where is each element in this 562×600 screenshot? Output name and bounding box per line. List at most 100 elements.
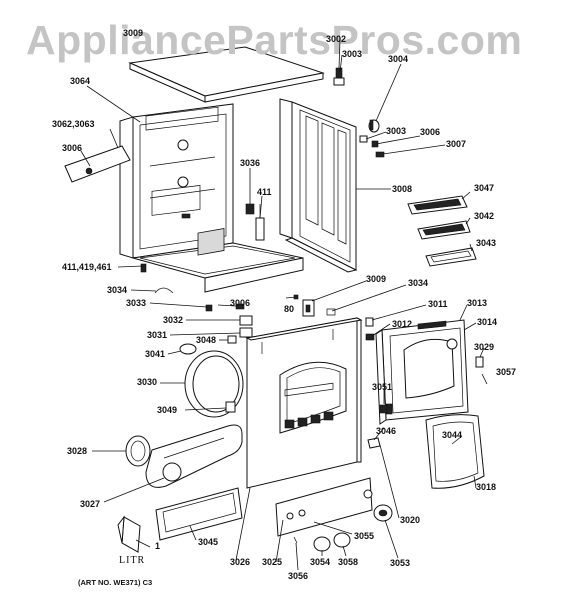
part-labels: 3009 3002 3003 3004 3064 3062,3063 3006 … xyxy=(52,28,516,581)
knob-3053[interactable] xyxy=(373,504,393,522)
label-3047: 3047 xyxy=(474,183,494,193)
bracket-3007[interactable] xyxy=(375,151,385,158)
label-3045: 3045 xyxy=(198,537,218,547)
hinge-3012[interactable] xyxy=(365,333,375,341)
label-3044: 3044 xyxy=(442,430,462,440)
top-panel[interactable] xyxy=(128,46,325,103)
watermark: AppliancePartsPros.com xyxy=(26,17,522,63)
lint-filter-3045[interactable] xyxy=(155,487,243,541)
screw-80[interactable] xyxy=(285,294,299,300)
label-3034: 3034 xyxy=(107,285,127,295)
vent-grille-3047[interactable] xyxy=(407,195,468,215)
vent-grille-3042[interactable] xyxy=(417,220,471,240)
label-3006: 3006 xyxy=(420,127,440,137)
clip-3003b[interactable] xyxy=(359,135,368,143)
label-3046: 3046 xyxy=(376,426,396,436)
lamp-3048[interactable] xyxy=(227,335,237,344)
back-panel[interactable] xyxy=(279,98,358,273)
label-3034: 3034 xyxy=(408,278,428,288)
label-3003: 3003 xyxy=(386,126,406,136)
label-3056: 3056 xyxy=(288,571,308,581)
switch-3032[interactable] xyxy=(239,315,253,326)
label-3006: 3006 xyxy=(62,143,82,153)
toe-plate-3006a[interactable] xyxy=(64,145,131,183)
screw-3002[interactable] xyxy=(333,67,345,86)
door-seal-ring-3030[interactable] xyxy=(184,350,244,418)
clip-3034b[interactable] xyxy=(326,308,336,316)
vent-grille-3043[interactable] xyxy=(425,247,477,267)
switch-3049[interactable] xyxy=(225,401,236,413)
label-3030: 3030 xyxy=(137,377,157,387)
label-3058: 3058 xyxy=(338,557,358,567)
label-3020: 3020 xyxy=(400,515,420,525)
screw-3056[interactable] xyxy=(293,536,298,544)
label-3009-top: 3009 xyxy=(123,28,143,38)
clip-3006c[interactable] xyxy=(235,303,245,310)
leader-lines xyxy=(80,39,485,571)
hinge-3011[interactable] xyxy=(365,317,374,327)
door-3013[interactable] xyxy=(375,319,469,425)
label-3043: 3043 xyxy=(476,238,496,248)
cabinet[interactable] xyxy=(119,103,304,293)
clip-3033[interactable] xyxy=(205,304,213,312)
label-3057: 3057 xyxy=(496,367,516,377)
seal-3029[interactable] xyxy=(475,356,484,368)
knob-3058[interactable] xyxy=(333,532,351,548)
bracket-3009[interactable] xyxy=(302,299,315,317)
label-3014: 3014 xyxy=(477,317,497,327)
label-3029: 3029 xyxy=(474,342,494,352)
switch-3031[interactable] xyxy=(239,327,253,338)
label-3003: 3003 xyxy=(342,49,362,59)
label-3041: 3041 xyxy=(145,349,165,359)
label-411-419-461: 411,419,461 xyxy=(62,262,112,272)
label-3048: 3048 xyxy=(196,335,216,345)
label-3004: 3004 xyxy=(388,54,408,64)
label-1: 1 xyxy=(155,541,160,551)
label-3054: 3054 xyxy=(310,557,330,567)
label-3008: 3008 xyxy=(392,184,412,194)
door-liner-3044[interactable] xyxy=(425,414,485,489)
label-3064: 3064 xyxy=(70,76,90,86)
duct-3027[interactable] xyxy=(145,424,243,488)
label-3007: 3007 xyxy=(446,139,466,149)
label-3018: 3018 xyxy=(476,482,496,492)
label-3002: 3002 xyxy=(326,34,346,44)
label-3042: 3042 xyxy=(474,211,494,221)
label-3053: 3053 xyxy=(390,558,410,568)
knob-3054[interactable] xyxy=(313,536,331,552)
label-3051: 3051 xyxy=(372,382,392,392)
label-3032: 3032 xyxy=(163,315,183,325)
label-3011: 3011 xyxy=(428,299,448,309)
litr-text: LITR xyxy=(119,555,145,566)
hinge-3004[interactable] xyxy=(368,119,380,133)
seal-3028[interactable] xyxy=(125,435,151,467)
label-3009: 3009 xyxy=(366,274,386,284)
literature-1[interactable] xyxy=(117,515,141,553)
label-3026: 3026 xyxy=(230,557,250,567)
label-3027: 3027 xyxy=(80,499,100,509)
label-3055: 3055 xyxy=(354,531,374,541)
label-3062-3063: 3062,3063 xyxy=(52,119,95,129)
art-number: (ART NO. WE371) C3 xyxy=(78,578,152,587)
capacitor-411[interactable] xyxy=(255,204,265,241)
label-3025: 3025 xyxy=(262,557,282,567)
switch-3036[interactable] xyxy=(245,203,255,215)
label-80: 80 xyxy=(284,304,294,314)
label-3028: 3028 xyxy=(67,446,87,456)
label-411: 411 xyxy=(257,187,272,197)
label-3049: 3049 xyxy=(157,405,177,415)
foot-411-419-461[interactable] xyxy=(140,263,147,273)
bulb-3041[interactable] xyxy=(179,343,197,355)
label-3033: 3033 xyxy=(126,298,146,308)
label-3012: 3012 xyxy=(392,319,412,329)
label-3036: 3036 xyxy=(240,158,260,168)
label-3013: 3013 xyxy=(467,298,487,308)
screw-3057[interactable] xyxy=(481,373,488,385)
front-panel[interactable] xyxy=(245,317,363,489)
label-3006: 3006 xyxy=(230,298,250,308)
label-3031: 3031 xyxy=(147,330,167,340)
strike-3051[interactable] xyxy=(379,404,388,414)
rear-bracket-3034a[interactable] xyxy=(154,287,174,294)
control-panel[interactable] xyxy=(275,477,373,537)
